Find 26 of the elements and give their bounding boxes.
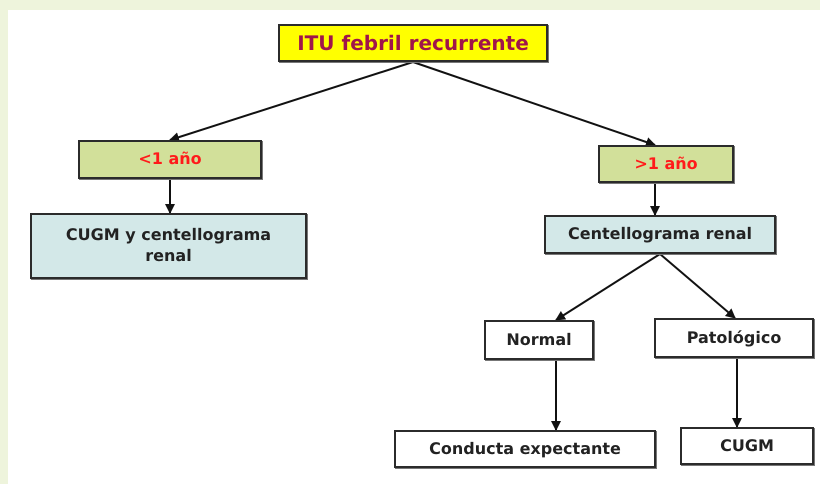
flow-box (30, 213, 307, 279)
arrow (659, 253, 736, 319)
box-label: <1 año (138, 149, 202, 170)
arrow (165, 179, 175, 214)
arrow (650, 183, 660, 216)
flow-box (278, 24, 548, 62)
flow-box (78, 140, 262, 179)
flow-box (654, 318, 814, 358)
box-label: CUGM (720, 436, 774, 456)
flow-box (394, 430, 656, 468)
flow-box (484, 320, 594, 360)
flow-box (680, 427, 814, 465)
box-label: Normal (506, 330, 572, 350)
arrow (555, 253, 661, 321)
box-label: ITU febril recurrente (297, 30, 529, 56)
flow-box (544, 215, 776, 254)
box-label: Patológico (686, 328, 782, 348)
flow-box (598, 145, 734, 183)
box-label: >1 año (634, 154, 698, 174)
box-label: CUGM y centellograma renal (64, 225, 272, 267)
box-label: Centellograma renal (568, 224, 752, 245)
box-label: Conducta expectante (429, 438, 621, 460)
arrow (551, 360, 561, 431)
arrow (732, 358, 742, 428)
arrow (412, 61, 656, 147)
arrow (169, 61, 414, 142)
